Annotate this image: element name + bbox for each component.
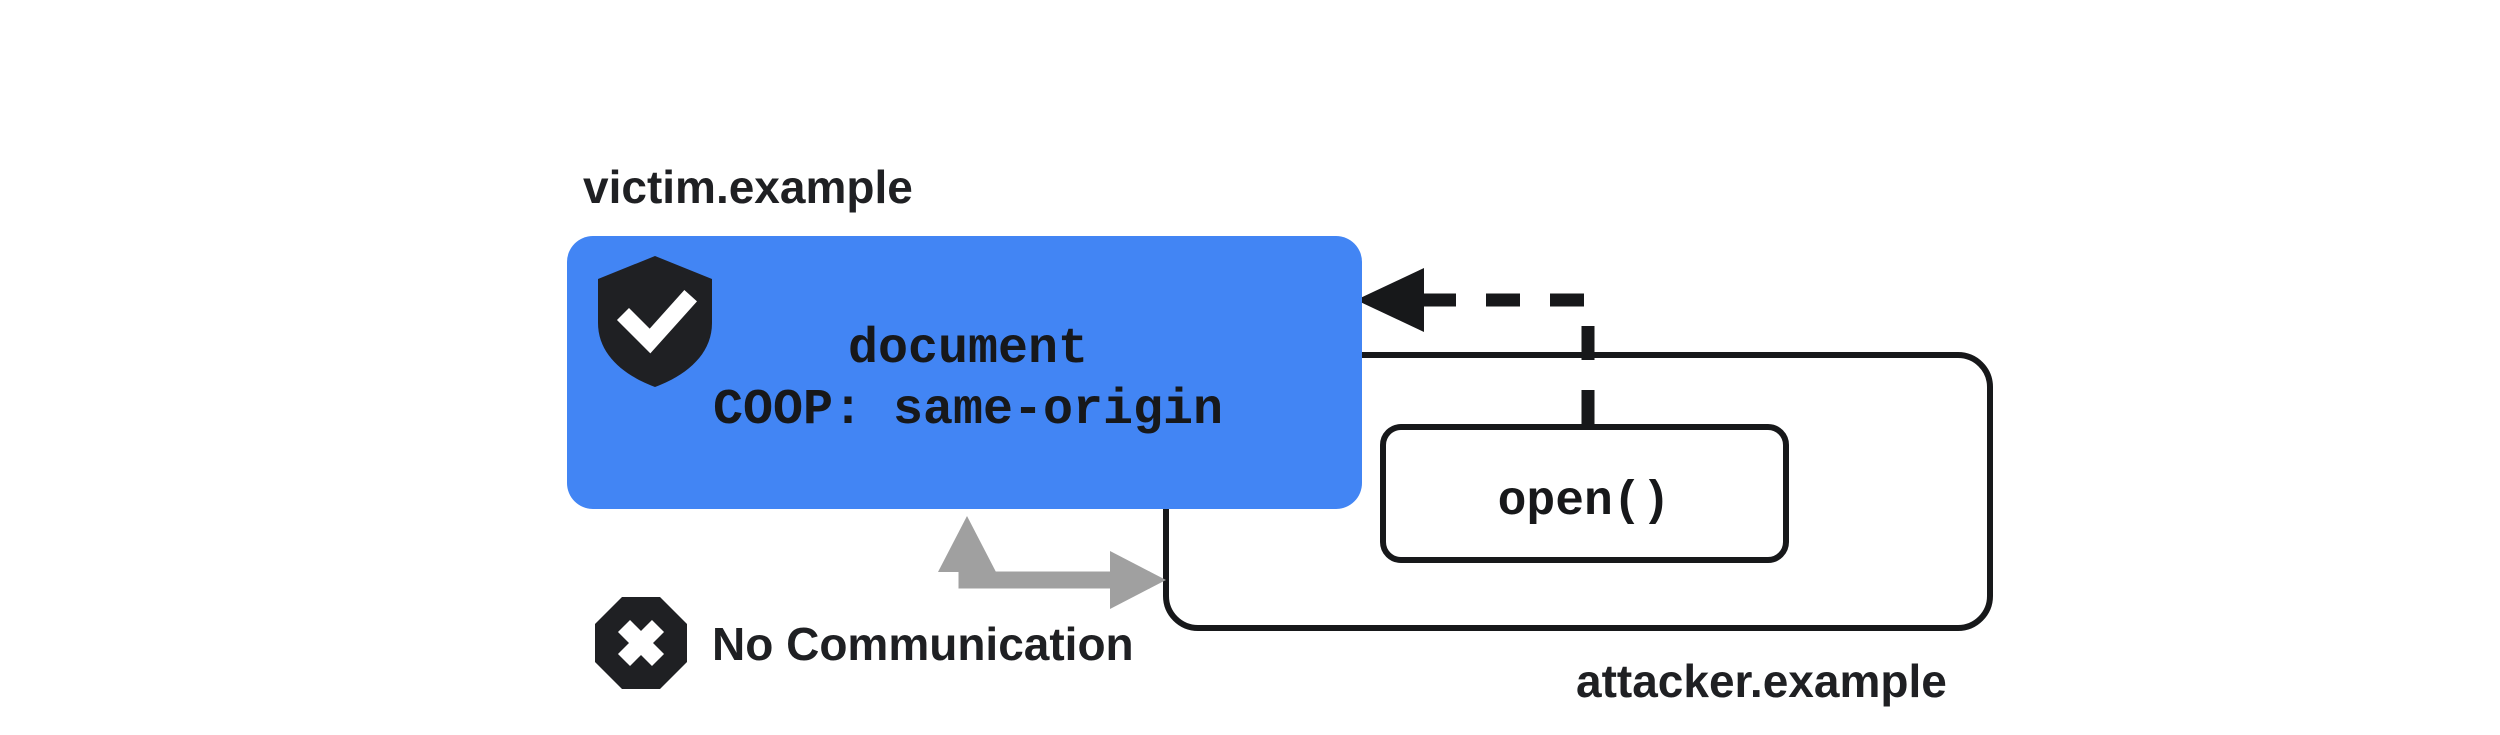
victim-document-label: document bbox=[848, 321, 1088, 378]
victim-title-label: victim.example bbox=[583, 161, 913, 213]
attacker-title-label: attacker.example bbox=[1576, 655, 1947, 707]
octagon-x-glyph bbox=[617, 619, 665, 667]
open-call-box[interactable]: open() bbox=[1380, 424, 1789, 563]
no-comm-arrow-path bbox=[958, 571, 1150, 589]
shield-check-icon bbox=[598, 256, 712, 387]
open-to-victim-dashed-arrow bbox=[1356, 268, 1595, 424]
open-call-box-outline bbox=[1380, 424, 1789, 563]
victim-box: document COOP: same-origin bbox=[567, 236, 1362, 509]
dashed-arrowhead-icon bbox=[1356, 268, 1424, 332]
octagon-x-icon bbox=[595, 597, 687, 689]
no-comm-arrowhead-up-icon bbox=[938, 516, 996, 572]
shield-check-glyph bbox=[616, 289, 698, 354]
no-communication-double-arrow bbox=[938, 516, 1166, 609]
no-communication-label: No Communication bbox=[712, 618, 1134, 670]
shield-body bbox=[598, 256, 712, 387]
no-comm-arrowhead-right-icon bbox=[1110, 551, 1166, 609]
victim-box-fill bbox=[567, 236, 1362, 509]
open-call-label: open() bbox=[1498, 475, 1671, 529]
victim-coop-header-label: COOP: same-origin bbox=[713, 382, 1223, 439]
